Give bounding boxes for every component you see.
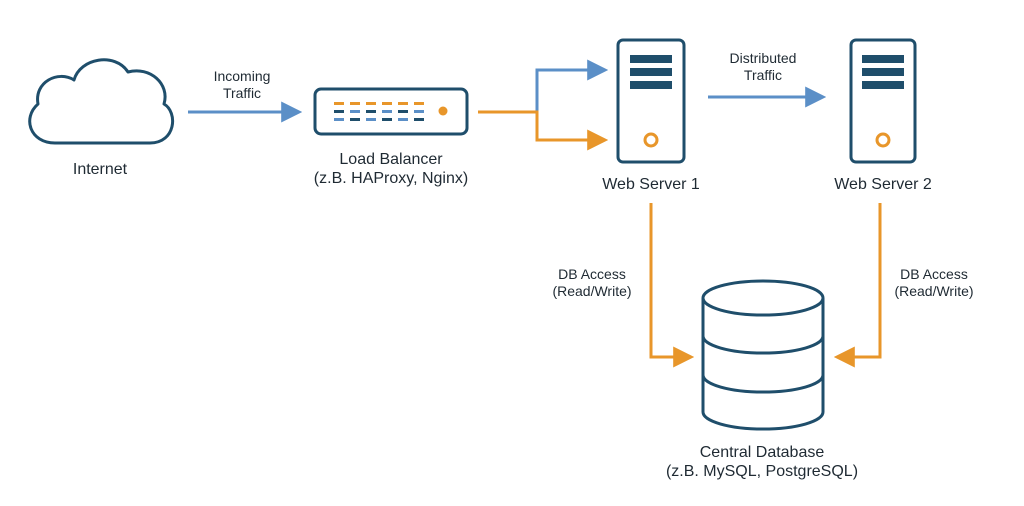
database-subtitle: (z.B. MySQL, PostgreSQL) (665, 463, 859, 481)
lb-to-server1-blue-arrow (478, 59, 609, 114)
server2-db-access-arrow (833, 203, 882, 368)
web-server-2-label: Web Server 2 (834, 176, 932, 193)
database-icon (701, 279, 825, 431)
database-title: Central Database (699, 444, 825, 461)
edge-label-line: Traffic (743, 66, 783, 83)
cloud-icon (28, 58, 174, 145)
edge-label-line: Distributed (729, 50, 797, 66)
server1-db-access-arrow (649, 203, 695, 368)
server-icon (849, 38, 917, 164)
load-balancer-title: Load Balancer (339, 151, 443, 168)
database-label: Central Database (z.B. MySQL, PostgreSQL… (666, 443, 858, 481)
edge-label-line: DB Access (558, 266, 626, 282)
distributed-traffic-label: Distributed Traffic (730, 50, 797, 84)
db-access-label-1: DB Access (Read/Write) (552, 266, 631, 300)
web-server-1-label: Web Server 1 (602, 176, 700, 193)
edge-label-line: (Read/Write) (552, 282, 632, 299)
lb-to-server1-orange-arrow (478, 110, 609, 151)
load-balancer-icon (313, 87, 469, 136)
load-balancer-port-bars (334, 102, 424, 121)
load-balancer-subtitle: (z.B. HAProxy, Nginx) (313, 170, 469, 188)
load-balancer-label: Load Balancer (z.B. HAProxy, Nginx) (314, 150, 468, 188)
incoming-traffic-label: Incoming Traffic (214, 68, 271, 102)
edge-label-line: Traffic (222, 84, 262, 101)
edge-label-line: (Read/Write) (894, 282, 974, 299)
internet-label: Internet (72, 161, 128, 178)
db-access-label-2: DB Access (Read/Write) (894, 266, 973, 300)
server-icon (616, 38, 686, 164)
edge-label-line: Incoming (213, 68, 271, 84)
edge-label-line: DB Access (900, 266, 968, 282)
